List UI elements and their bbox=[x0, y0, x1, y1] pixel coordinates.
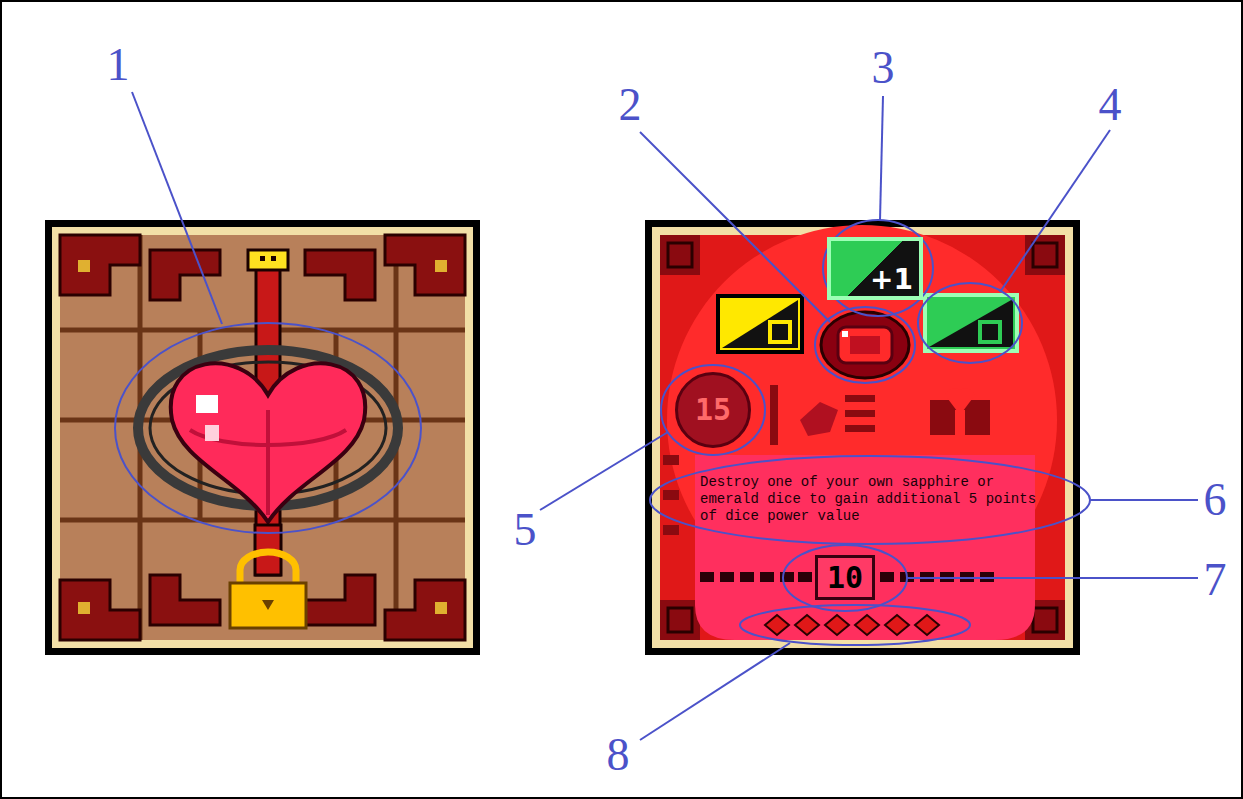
cost-circle: 15 bbox=[675, 372, 751, 448]
bonus-box: +1 bbox=[827, 237, 923, 300]
callout-number: 8 bbox=[607, 732, 630, 778]
callout-number: 6 bbox=[1204, 477, 1227, 523]
callout-number: 1 bbox=[107, 42, 130, 88]
description-panel: Destroy one of your own sapphire or emer… bbox=[700, 474, 1040, 526]
callout-number: 4 bbox=[1099, 82, 1122, 128]
power-box: 10 bbox=[815, 555, 875, 600]
callout-number: 7 bbox=[1204, 557, 1227, 603]
card-text: +1 bbox=[870, 266, 913, 294]
callout-number: 2 bbox=[619, 82, 642, 128]
callout-number: 3 bbox=[872, 45, 895, 91]
card-text: 10 bbox=[827, 563, 863, 593]
card-text: Destroy one of your own sapphire or emer… bbox=[700, 474, 1040, 525]
callout-number: 5 bbox=[514, 507, 537, 553]
card-text: 15 bbox=[695, 395, 731, 425]
